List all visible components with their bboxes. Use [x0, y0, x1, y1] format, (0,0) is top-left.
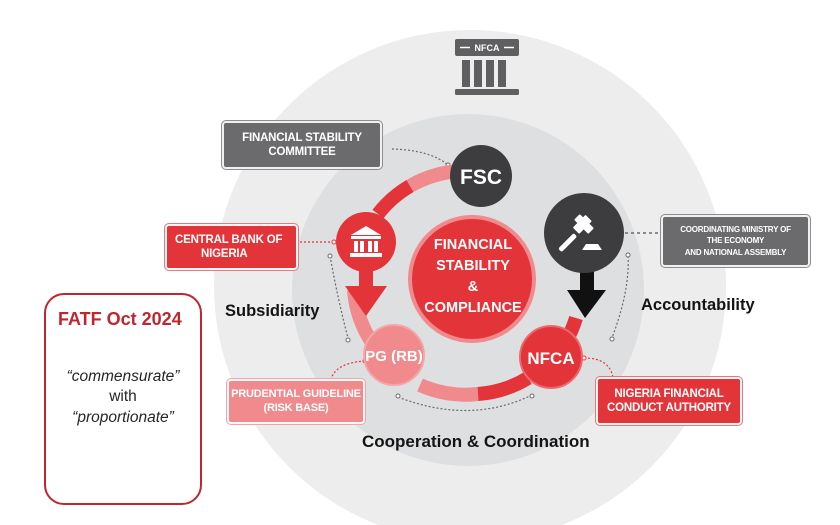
center-circle: FINANCIAL STABILITY & COMPLIANCE [408, 215, 536, 343]
connector-dots [327, 162, 631, 399]
theme-accountability: Accountability [641, 296, 755, 314]
top-icon-label: NFCA [475, 43, 500, 53]
callout-ministry-line-3: AND NATIONAL ASSEMBLY [684, 247, 787, 257]
callout-cbn-line-1: CENTRAL BANK OF [175, 233, 283, 246]
callout-fsc-line-2: COMMITTEE [268, 146, 336, 158]
callout-nigeria-financial-conduct-authority: NIGERIA FINANCIAL CONDUCT AUTHORITY [596, 377, 742, 425]
nfca-node-label: NFCA [527, 349, 574, 368]
theme-cooperation-coordination: Cooperation & Coordination [362, 432, 590, 451]
fatf-title: FATF Oct 2024 [58, 309, 182, 329]
callout-prudential-guideline: PRUDENTIAL GUIDELINE (RISK BASE) [227, 379, 365, 424]
callout-financial-stability-committee: FINANCIAL STABILITY COMMITTEE [222, 121, 382, 169]
callout-nfca-line-1: NIGERIA FINANCIAL [614, 387, 724, 400]
center-line-4: COMPLIANCE [424, 300, 522, 316]
center-line-3: & [468, 279, 479, 295]
fsc-node: FSC [450, 145, 512, 207]
ring-arc-fsc-to-bank [372, 179, 414, 219]
ring-arc-mid-to-nfca [477, 371, 532, 401]
fatf-body: “commensurate” with “proportionate” [46, 367, 200, 428]
bank-icon [350, 226, 382, 257]
central-bank-node [336, 212, 396, 272]
pg-rb-node-label: PG (RB) [365, 348, 423, 365]
black-down-arrow [567, 270, 606, 318]
fatf-line-proportionate: “proportionate” [72, 408, 174, 426]
accountability-gavel-node [544, 193, 624, 273]
pg-rb-node: PG (RB) [363, 324, 425, 386]
nfca-node: NFCA [519, 325, 583, 389]
gavel-icon [558, 214, 602, 252]
callout-prudential-line-1: PRUDENTIAL GUIDELINE [231, 387, 361, 400]
fatf-line-commensurate: “commensurate” [66, 368, 180, 385]
fsc-node-label: FSC [460, 166, 502, 189]
callout-ministry-line-2: THE ECONOMY [706, 236, 765, 246]
callout-cbn-line-2: NIGERIA [201, 248, 248, 260]
center-line-2: STABILITY [436, 258, 510, 274]
callout-nfca-line-2: CONDUCT AUTHORITY [607, 402, 731, 414]
theme-subsidiarity: Subsidiarity [225, 302, 320, 320]
ring-arc-pg-to-mid [417, 378, 479, 402]
callout-fsc-line-1: FINANCIAL STABILITY [242, 131, 362, 144]
callout-ministry-line-1: COORDINATING MINISTRY OF [680, 224, 791, 234]
fatf-note-box: FATF Oct 2024 “commensurate” with “propo… [44, 293, 202, 505]
fatf-line-with: with [109, 388, 137, 406]
center-line-1: FINANCIAL [434, 237, 512, 253]
callout-prudential-line-2: (RISK BASE) [263, 401, 329, 414]
courthouse-pillars-icon: NFCA [455, 39, 519, 95]
callout-central-bank-of-nigeria: CENTRAL BANK OF NIGERIA [165, 224, 298, 270]
callout-coordinating-ministry: COORDINATING MINISTRY OF THE ECONOMY AND… [661, 215, 810, 267]
